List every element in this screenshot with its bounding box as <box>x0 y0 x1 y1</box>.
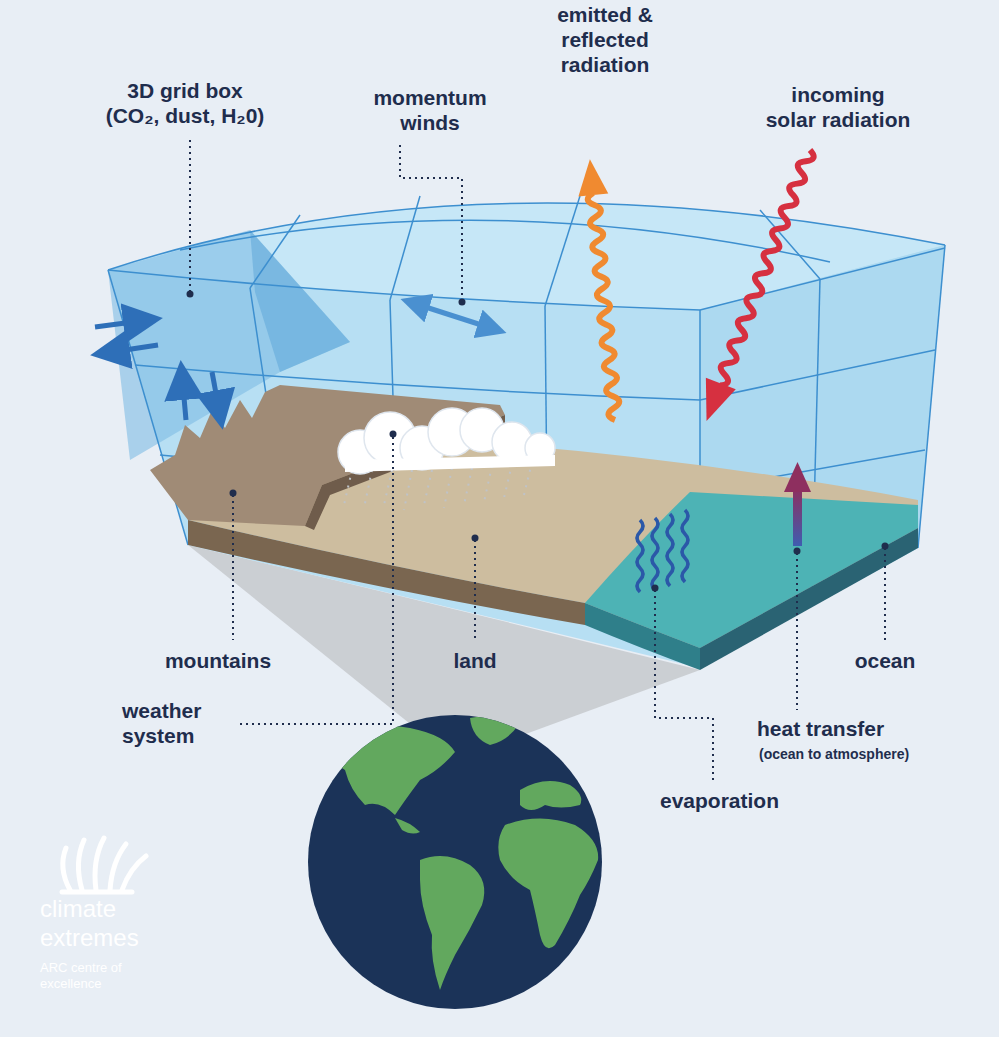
leader-dots <box>794 548 801 555</box>
weather-clouds <box>338 408 555 510</box>
heat-transfer-note: (ocean to atmosphere) <box>759 746 989 763</box>
weather-clouds <box>384 470 392 505</box>
logo-icon <box>62 838 146 892</box>
leader-dots <box>390 431 397 438</box>
mountains-label: mountains <box>148 648 288 673</box>
emitted-radiation-label: emitted & reflected radiation <box>544 2 666 78</box>
leader-lines <box>232 495 234 640</box>
globe <box>520 781 581 810</box>
atmosphere-grid <box>250 230 350 372</box>
grid-box-label: 3D grid box (CO₂, dust, H₂0) <box>99 78 271 128</box>
ground-slab <box>188 520 585 625</box>
atmosphere-grid <box>918 245 945 548</box>
evaporation-waves <box>682 510 688 582</box>
logo-icon <box>122 856 146 890</box>
emitted-radiation-arrow <box>575 158 608 197</box>
solar-radiation-label: incoming solar radiation <box>765 82 912 132</box>
evaporation-waves <box>637 520 643 592</box>
leader-lines <box>400 145 462 300</box>
leader-dots <box>652 585 659 592</box>
leader-lines <box>796 553 798 710</box>
land-label: land <box>435 648 515 673</box>
mountains-shape <box>150 385 505 526</box>
weather-clouds <box>444 468 452 508</box>
leader-dots <box>230 490 237 497</box>
leader-lines <box>474 540 476 640</box>
flux-arrows <box>105 345 158 353</box>
evaporation-label: evaporation <box>660 788 860 813</box>
ground-slab <box>700 528 918 670</box>
leader-dots <box>882 543 889 550</box>
atmosphere-grid <box>180 220 830 262</box>
logo-icon <box>62 890 132 895</box>
atmosphere-grid <box>250 215 300 288</box>
weather-clouds <box>424 470 432 505</box>
weather-clouds <box>524 462 532 495</box>
globe <box>395 818 420 834</box>
evaporation-waves <box>652 518 658 590</box>
wind-arrow <box>410 302 497 330</box>
leader-lines <box>190 140 885 782</box>
evaporation-waves <box>667 514 673 586</box>
atmosphere-grid <box>545 196 580 306</box>
globe <box>498 819 598 949</box>
weather-clouds <box>345 455 555 472</box>
logo-icon <box>78 840 84 890</box>
globe <box>590 919 603 942</box>
globe <box>329 716 603 990</box>
weather-clouds <box>344 470 352 505</box>
logo-icon <box>63 848 70 890</box>
solar-radiation-arrow <box>714 148 815 388</box>
atmosphere-grid <box>108 203 945 270</box>
leader-lines <box>240 436 393 724</box>
solar-radiation-arrow <box>692 144 825 426</box>
emitted-radiation-arrow <box>587 192 621 420</box>
heat-transfer-arrow <box>784 462 811 546</box>
emitted-radiation-arrow <box>575 158 630 422</box>
leader-lines <box>655 590 713 782</box>
leader-dots <box>187 291 889 592</box>
flux-arrows <box>95 320 148 327</box>
weather-clouds <box>404 470 412 510</box>
atmosphere-grid <box>390 196 420 300</box>
weather-clouds <box>364 470 372 508</box>
logo-subtitle: ARC centre of excellence <box>40 960 152 991</box>
ground-slab <box>585 603 700 670</box>
globe <box>308 715 602 1009</box>
evaporation-waves <box>637 510 688 592</box>
weather-clouds <box>484 466 492 502</box>
heat-transfer-label: heat transfer <box>757 716 987 741</box>
heat-transfer-arrow <box>793 488 802 546</box>
weather-clouds <box>504 464 512 498</box>
weather-clouds <box>338 408 555 474</box>
leader-lines <box>189 140 191 292</box>
flux-arrows <box>182 375 186 420</box>
flux-arrows <box>212 372 220 415</box>
globe <box>329 725 455 815</box>
atmosphere-grid <box>108 196 945 648</box>
globe <box>420 856 484 990</box>
leader-lines <box>884 548 886 640</box>
atmosphere-grid <box>700 248 945 310</box>
flux-arrows <box>95 320 220 420</box>
weather-clouds <box>464 468 472 505</box>
logo-icon <box>95 838 104 890</box>
heat-transfer-arrow <box>784 462 811 492</box>
weather-label: weather system <box>122 698 234 748</box>
leader-dots <box>472 535 479 542</box>
ocean-label: ocean <box>835 648 935 673</box>
solar-radiation-arrow <box>692 378 736 427</box>
winds-label: momentum winds <box>365 85 495 135</box>
leader-dots <box>459 299 466 306</box>
globe <box>308 715 603 1009</box>
leader-dots <box>187 291 194 298</box>
logo-name: climate extremes <box>40 895 170 953</box>
globe <box>470 716 520 745</box>
